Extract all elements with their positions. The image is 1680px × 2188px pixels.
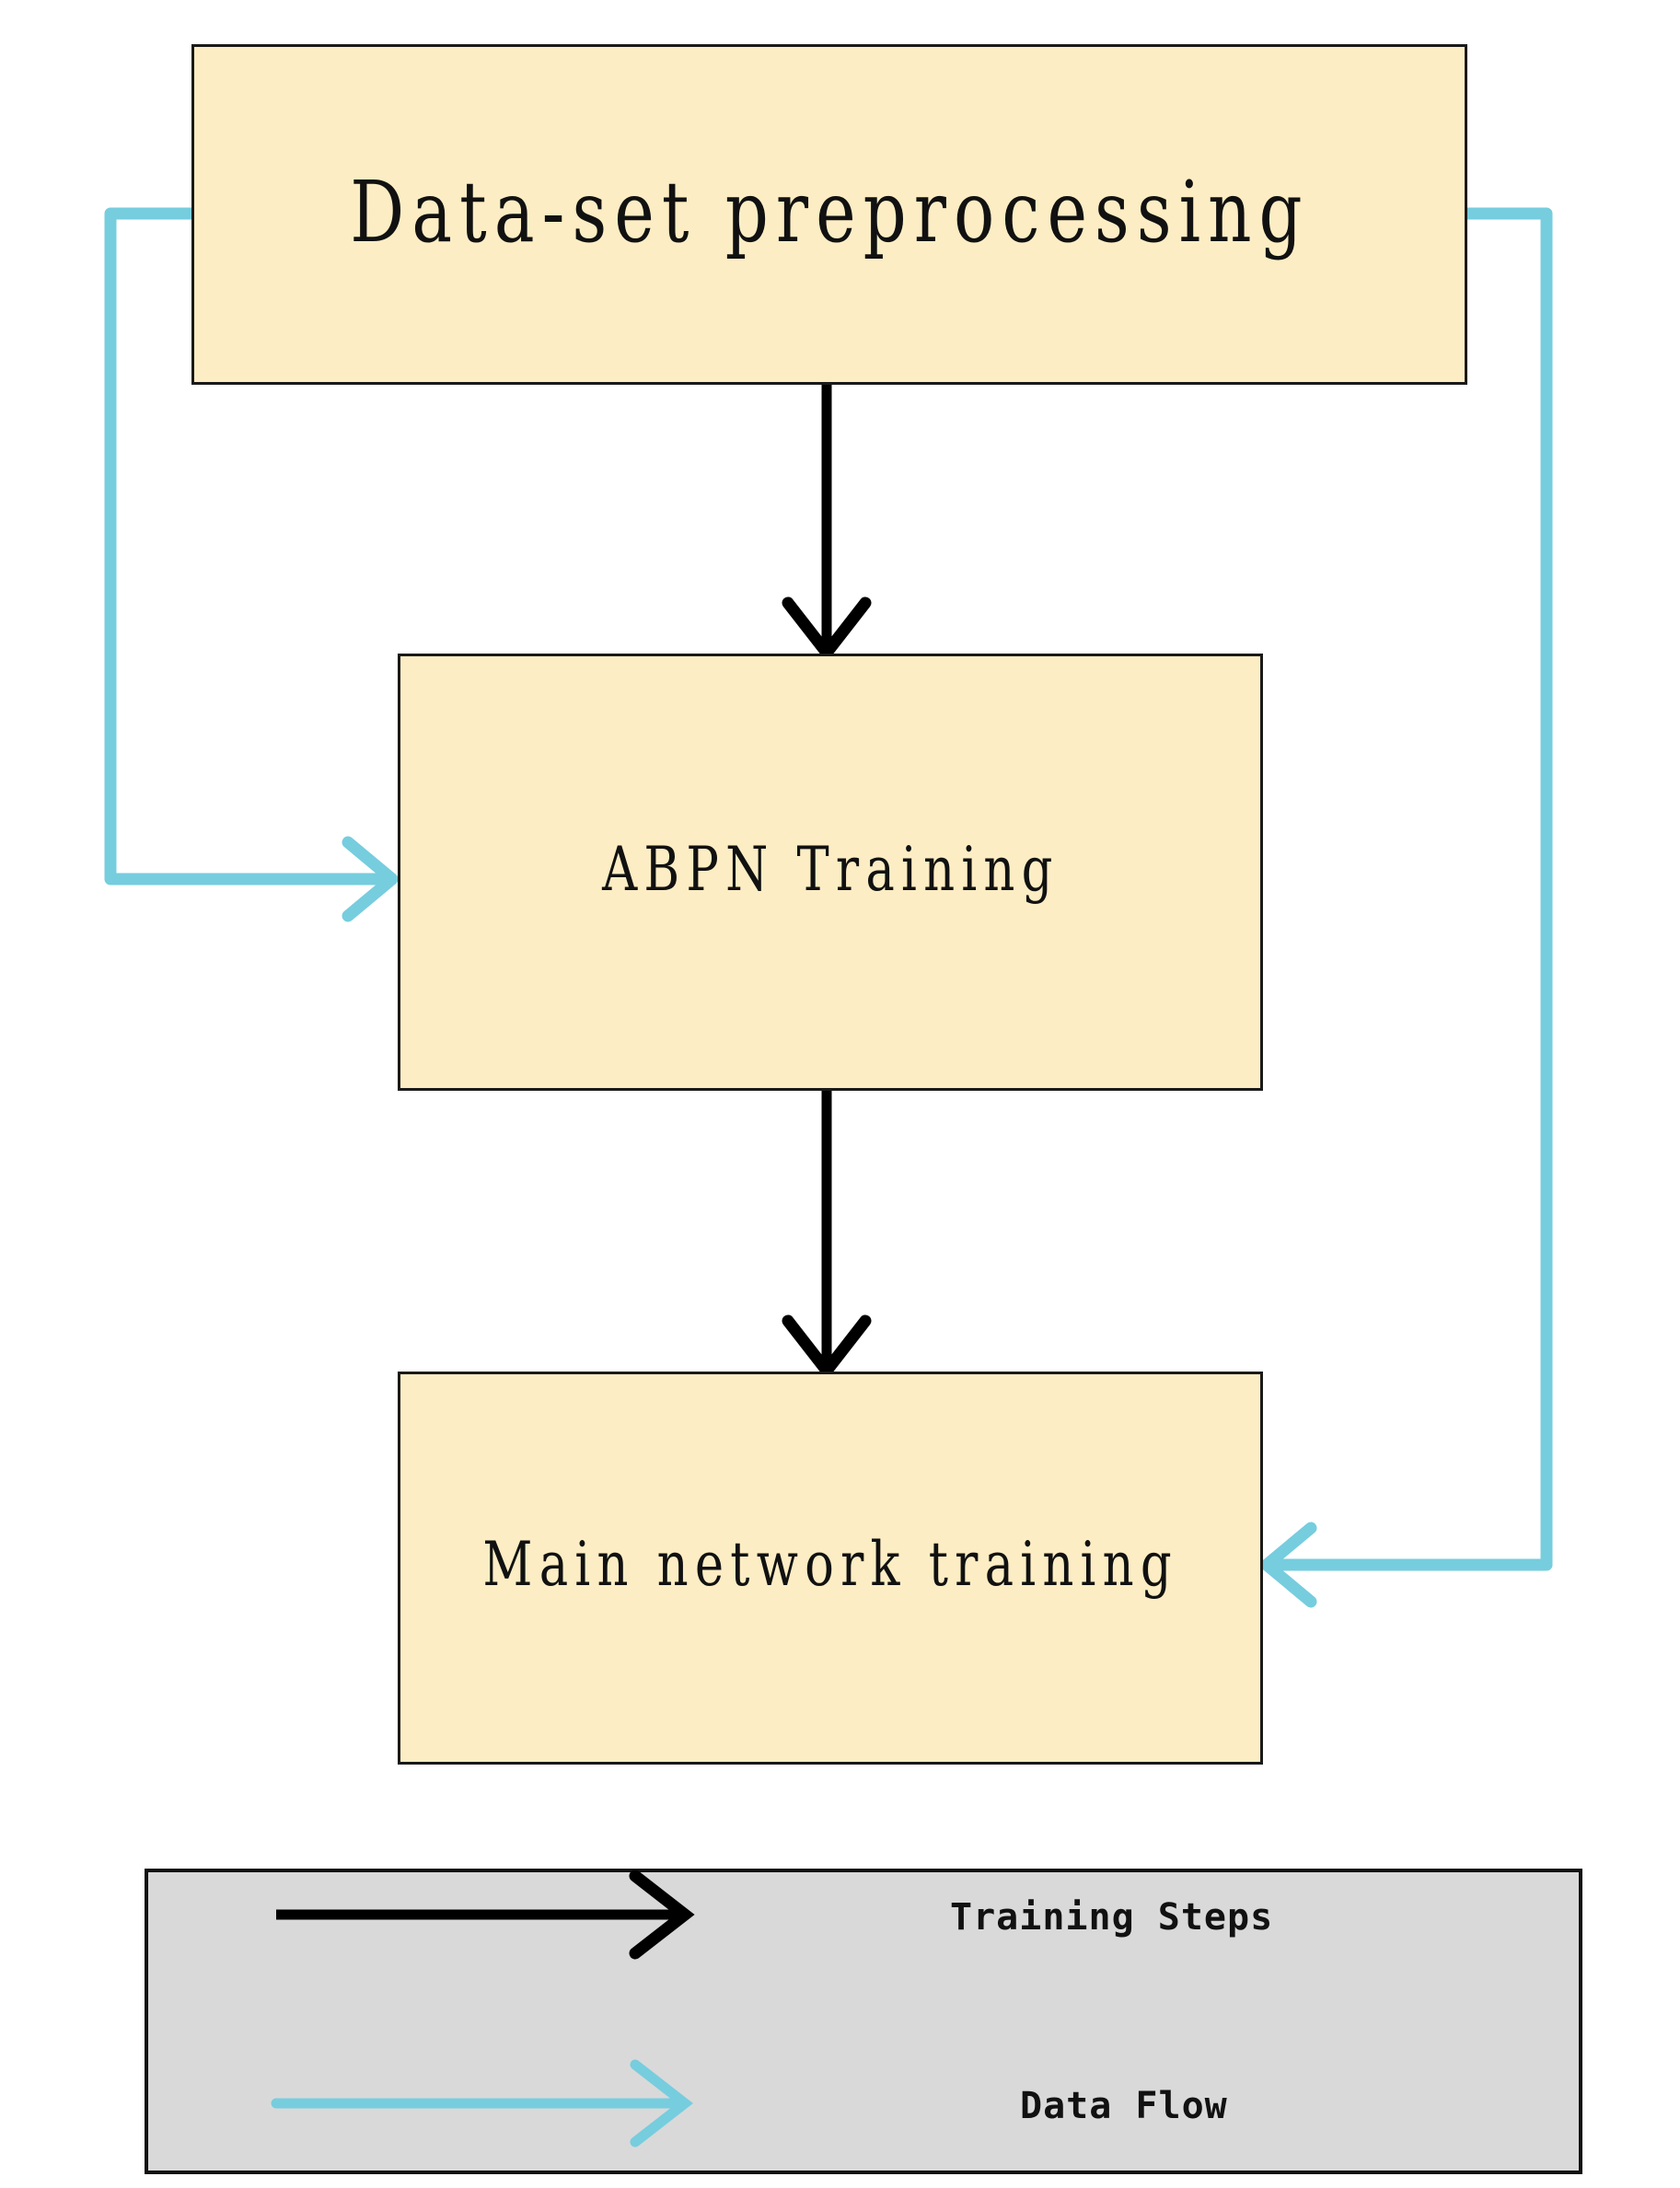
- legend-panel: [145, 1869, 1582, 2174]
- edge-training-preprocess-to-abpn: [782, 385, 872, 663]
- legend-label-data-flow: Data Flow: [1020, 2085, 1228, 2127]
- edge-training-abpn-to-mainnet: [782, 1091, 872, 1381]
- node-label-main-network-training: Main network training: [482, 1528, 1178, 1600]
- edge-dataflow-preprocess-to-mainnet: [1260, 207, 1553, 1608]
- node-label-data-set-preprocessing: Data-set preprocessing: [349, 163, 1310, 261]
- legend-label-training-steps: Training Steps: [950, 1896, 1274, 1939]
- node-abpn-training[interactable]: ABPN Training: [398, 654, 1263, 1091]
- node-data-set-preprocessing[interactable]: Data-set preprocessing: [191, 44, 1467, 385]
- node-main-network-training[interactable]: Main network training: [398, 1372, 1263, 1765]
- node-label-abpn-training: ABPN Training: [601, 833, 1060, 905]
